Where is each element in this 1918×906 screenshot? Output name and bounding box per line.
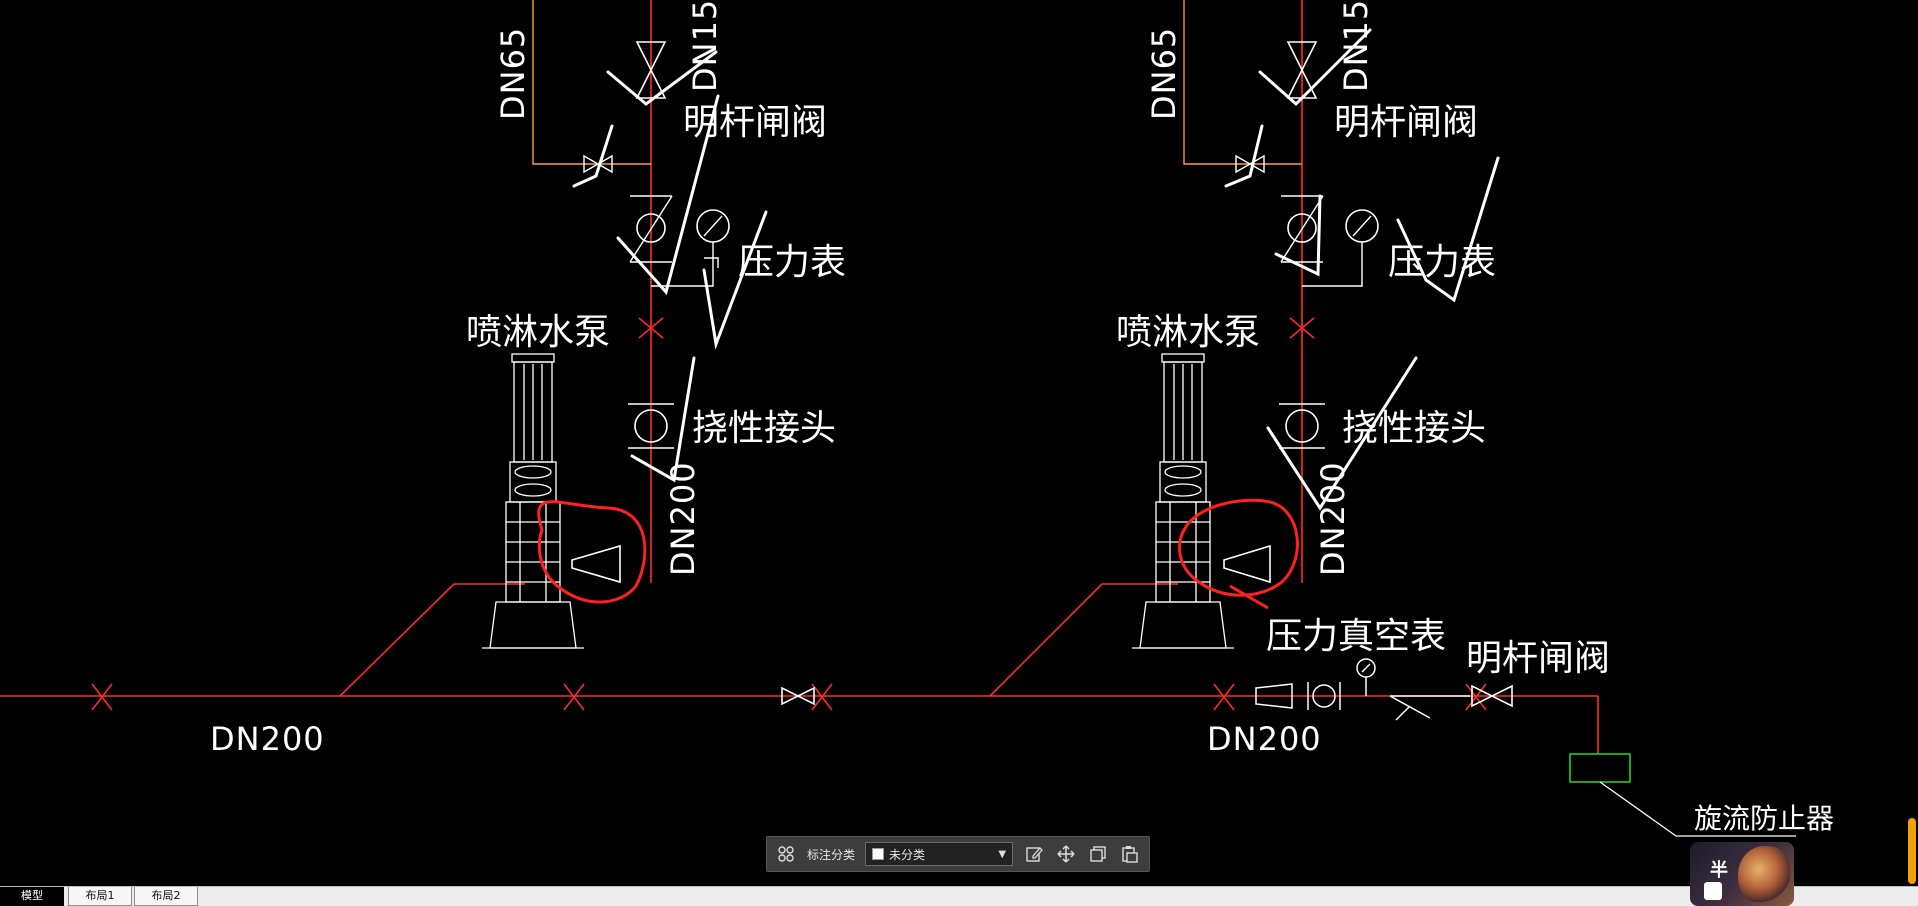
avatar-sticker: 半: [1690, 842, 1794, 906]
left-dn150-label: DN150: [686, 0, 724, 92]
vortex-preventer-leader: [1599, 781, 1796, 837]
sticker-character: 半: [1710, 860, 1728, 881]
right-pressure-gauge-label: 压力表: [1388, 242, 1496, 283]
right-pump-label: 喷淋水泵: [1116, 312, 1260, 353]
annotation-toolbar: 标注分类 未分类 ▼: [766, 836, 1150, 872]
tab-model[interactable]: 模型: [0, 887, 64, 906]
category-swatch: [872, 848, 885, 860]
tab-layout2[interactable]: 布局2: [134, 887, 198, 906]
layout-tab-bar: 模型 布局1 布局2: [0, 886, 1918, 906]
category-dropdown[interactable]: 未分类 ▼: [865, 842, 1014, 866]
pipe-break-markers: [91, 683, 1487, 711]
left-flex-joint-label: 挠性接头: [692, 408, 836, 449]
left-pressure-gauge-label: 压力表: [738, 242, 846, 283]
left-pump-body: [482, 353, 584, 649]
tab-layout1[interactable]: 布局1: [68, 887, 132, 906]
right-vacuum-gauge-label: 压力真空表: [1266, 616, 1446, 657]
right-main-gate-valve-label: 明杆闸阀: [1466, 638, 1610, 679]
red-circle-markup: [537, 498, 1299, 610]
grid-icon[interactable]: [775, 843, 797, 865]
main-gate-valve-symbol: [781, 684, 1513, 708]
category-label: 标注分类: [807, 847, 856, 862]
main-pipe-dn200-right: DN200: [1207, 720, 1322, 758]
category-value: 未分类: [889, 847, 926, 862]
copy-icon[interactable]: [1087, 843, 1109, 865]
vertical-scrollbar-thumb[interactable]: [1908, 818, 1916, 884]
left-dn65-label: DN65: [494, 27, 532, 120]
left-dn200-vertical-label: DN200: [664, 461, 702, 576]
right-flex-joint-label: 挠性接头: [1342, 408, 1486, 449]
right-gate-valve-label: 明杆闸阀: [1334, 102, 1478, 143]
left-pump-label: 喷淋水泵: [466, 312, 610, 353]
left-gate-valve-label: 明杆闸阀: [683, 102, 827, 143]
move-icon[interactable]: [1055, 843, 1077, 865]
cad-drawing-canvas[interactable]: DN200 DN200: [0, 0, 1918, 886]
main-pipe-dn200-left: DN200: [210, 720, 325, 758]
vortex-preventer-label: 旋流防止器: [1694, 802, 1834, 835]
anime-character-image: [1738, 846, 1790, 904]
left-riser: [532, 0, 730, 584]
right-pump-body: [1132, 353, 1234, 649]
right-dn65-label: DN65: [1145, 27, 1183, 120]
paste-icon[interactable]: [1119, 843, 1141, 865]
white-check-marks: [572, 28, 1500, 511]
edit-icon[interactable]: [1023, 843, 1045, 865]
vortex-preventer-box: [1569, 753, 1631, 783]
right-main-components: [1255, 658, 1470, 721]
right-dn200-vertical-label: DN200: [1314, 461, 1352, 576]
chevron-down-icon: ▼: [998, 848, 1007, 860]
shirt-icon: [1704, 882, 1722, 900]
